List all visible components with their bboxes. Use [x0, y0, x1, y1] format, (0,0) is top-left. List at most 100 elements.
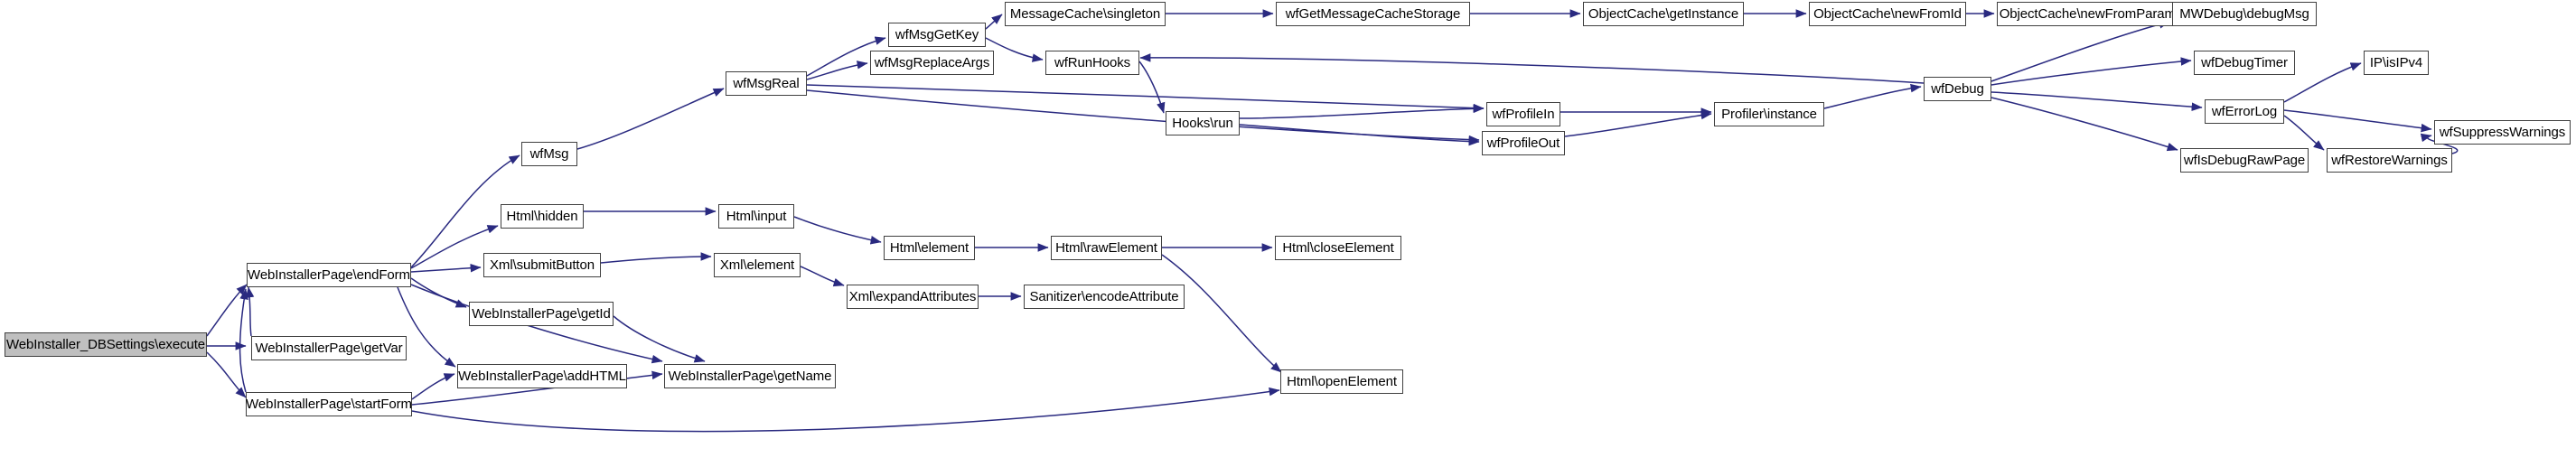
- graph-node-label: Xml\element: [719, 257, 795, 273]
- graph-edge: [410, 263, 482, 273]
- graph-edge: [1161, 254, 1282, 373]
- graph-edge: [411, 370, 663, 406]
- graph-edge: [206, 351, 247, 398]
- graph-node-label: Html\openElement: [1287, 374, 1397, 389]
- graph-node-label: ObjectCache\newFromParams: [1999, 6, 2183, 22]
- graph-node[interactable]: MWDebug\debugMsg: [2172, 2, 2317, 26]
- graph-node[interactable]: wfRestoreWarnings: [2327, 148, 2452, 173]
- graph-node-label: Xml\expandAttributes: [848, 289, 977, 304]
- graph-edge: [1564, 110, 1712, 137]
- graph-node[interactable]: wfMsgReplaceArgs: [870, 51, 994, 75]
- graph-node[interactable]: IP\isIPv4: [2364, 51, 2429, 75]
- graph-edge: [411, 373, 455, 400]
- graph-node-label: Html\input: [726, 209, 787, 224]
- graph-node[interactable]: wfIsDebugRawPage: [2180, 148, 2309, 173]
- graph-node[interactable]: Profiler\instance: [1714, 102, 1824, 126]
- graph-node-label: Xml\submitButton: [490, 257, 595, 273]
- graph-edge: [806, 84, 1485, 113]
- graph-node[interactable]: ObjectCache\getInstance: [1583, 2, 1744, 26]
- graph-node[interactable]: WebInstallerPage\endForm: [247, 263, 411, 287]
- graph-edge: [1991, 97, 2178, 152]
- graph-node[interactable]: wfMsgGetKey: [888, 23, 986, 47]
- graph-edge: [2283, 115, 2325, 151]
- edge-group: [206, 9, 2459, 433]
- graph-node-label: wfMsg: [529, 146, 569, 162]
- graph-edge: [576, 88, 725, 150]
- graph-node[interactable]: MessageCache\singleton: [1005, 2, 1166, 26]
- graph-node[interactable]: WebInstallerPage\addHTML: [457, 364, 627, 388]
- graph-edge: [410, 277, 467, 308]
- graph-node[interactable]: Html\closeElement: [1275, 236, 1401, 260]
- graph-node[interactable]: ObjectCache\newFromId: [1809, 2, 1966, 26]
- graph-edge: [2283, 109, 2432, 133]
- graph-node[interactable]: Html\openElement: [1280, 369, 1403, 394]
- graph-node[interactable]: Xml\submitButton: [483, 253, 601, 277]
- graph-edge: [410, 154, 520, 268]
- graph-node[interactable]: Html\element: [884, 236, 975, 260]
- graph-node[interactable]: wfMsgReal: [726, 71, 807, 96]
- graph-node[interactable]: Html\rawElement: [1051, 236, 1162, 260]
- graph-node-label: wfDebug: [1931, 81, 1984, 97]
- graph-edge: [800, 266, 845, 287]
- graph-node[interactable]: wfSuppressWarnings: [2434, 120, 2571, 145]
- graph-node-label: MessageCache\singleton: [1009, 6, 1161, 22]
- graph-edge: [1823, 83, 1922, 109]
- graph-node-label: WebInstaller_DBSettings\execute: [5, 337, 206, 352]
- graph-edge: [1991, 57, 2192, 86]
- graph-node[interactable]: wfProfileIn: [1486, 102, 1560, 126]
- graph-edge: [245, 286, 255, 337]
- graph-edge: [1991, 20, 2170, 82]
- graph-node[interactable]: Hooks\run: [1166, 111, 1240, 135]
- graph-node[interactable]: Html\input: [718, 204, 794, 229]
- graph-node[interactable]: wfDebugTimer: [2194, 51, 2295, 75]
- graph-node[interactable]: wfDebug: [1924, 77, 1991, 101]
- graph-node[interactable]: WebInstallerPage\startForm: [246, 392, 412, 416]
- graph-node-label: Sanitizer\encodeAttribute: [1029, 289, 1179, 304]
- graph-edge: [410, 225, 499, 269]
- graph-edge: [613, 315, 706, 363]
- graph-node-label: wfIsDebugRawPage: [2183, 153, 2306, 168]
- graph-node-label: WebInstallerPage\addHTML: [458, 369, 626, 384]
- graph-node[interactable]: wfProfileOut: [1482, 131, 1565, 155]
- graph-edge: [793, 216, 882, 245]
- graph-node[interactable]: wfMsg: [521, 142, 577, 166]
- graph-node-label: wfSuppressWarnings: [2439, 125, 2566, 140]
- graph-node-label: Html\rawElement: [1055, 240, 1157, 256]
- graph-node[interactable]: WebInstallerPage\getId: [469, 302, 614, 326]
- graph-edge: [2283, 62, 2362, 103]
- graph-node-label: ObjectCache\getInstance: [1588, 6, 1739, 22]
- graph-node[interactable]: wfErrorLog: [2205, 99, 2284, 124]
- graph-node-label: ObjectCache\newFromId: [1813, 6, 1962, 22]
- graph-node[interactable]: wfRunHooks: [1045, 51, 1139, 75]
- graph-node-label: wfProfileOut: [1486, 135, 1560, 151]
- graph-node[interactable]: Html\hidden: [501, 204, 584, 229]
- graph-node-label: WebInstallerPage\getName: [668, 369, 832, 384]
- graph-edge: [411, 387, 1280, 433]
- graph-node[interactable]: WebInstallerPage\getName: [664, 364, 836, 388]
- graph-edge: [206, 284, 248, 337]
- graph-node-root[interactable]: WebInstaller_DBSettings\execute: [5, 332, 207, 357]
- graph-node-label: WebInstallerPage\getVar: [255, 341, 403, 356]
- graph-node-label: wfMsgGetKey: [895, 27, 979, 42]
- graph-edge: [806, 89, 1480, 145]
- graph-node[interactable]: wfGetMessageCacheStorage: [1276, 2, 1470, 26]
- graph-node[interactable]: Xml\element: [714, 253, 801, 277]
- graph-edge: [806, 36, 886, 77]
- graph-edge: [600, 252, 712, 264]
- graph-node-label: IP\isIPv4: [2369, 55, 2423, 70]
- graph-node[interactable]: Sanitizer\encodeAttribute: [1024, 285, 1185, 309]
- graph-node-label: wfMsgReplaceArgs: [874, 55, 990, 70]
- graph-node-label: Html\element: [889, 240, 970, 256]
- graph-edge: [1991, 91, 2203, 111]
- graph-node[interactable]: Xml\expandAttributes: [847, 285, 979, 309]
- graph-node[interactable]: ObjectCache\newFromParams: [1997, 2, 2185, 26]
- graph-node[interactable]: WebInstallerPage\getVar: [251, 336, 407, 360]
- graph-node-label: MWDebug\debugMsg: [2179, 6, 2309, 22]
- graph-node-label: WebInstallerPage\getId: [472, 306, 611, 322]
- graph-node-label: wfMsgReal: [733, 76, 800, 91]
- graph-node-label: wfRestoreWarnings: [2331, 153, 2448, 168]
- graph-node-label: wfErrorLog: [2211, 104, 2278, 119]
- graph-edge: [806, 61, 868, 80]
